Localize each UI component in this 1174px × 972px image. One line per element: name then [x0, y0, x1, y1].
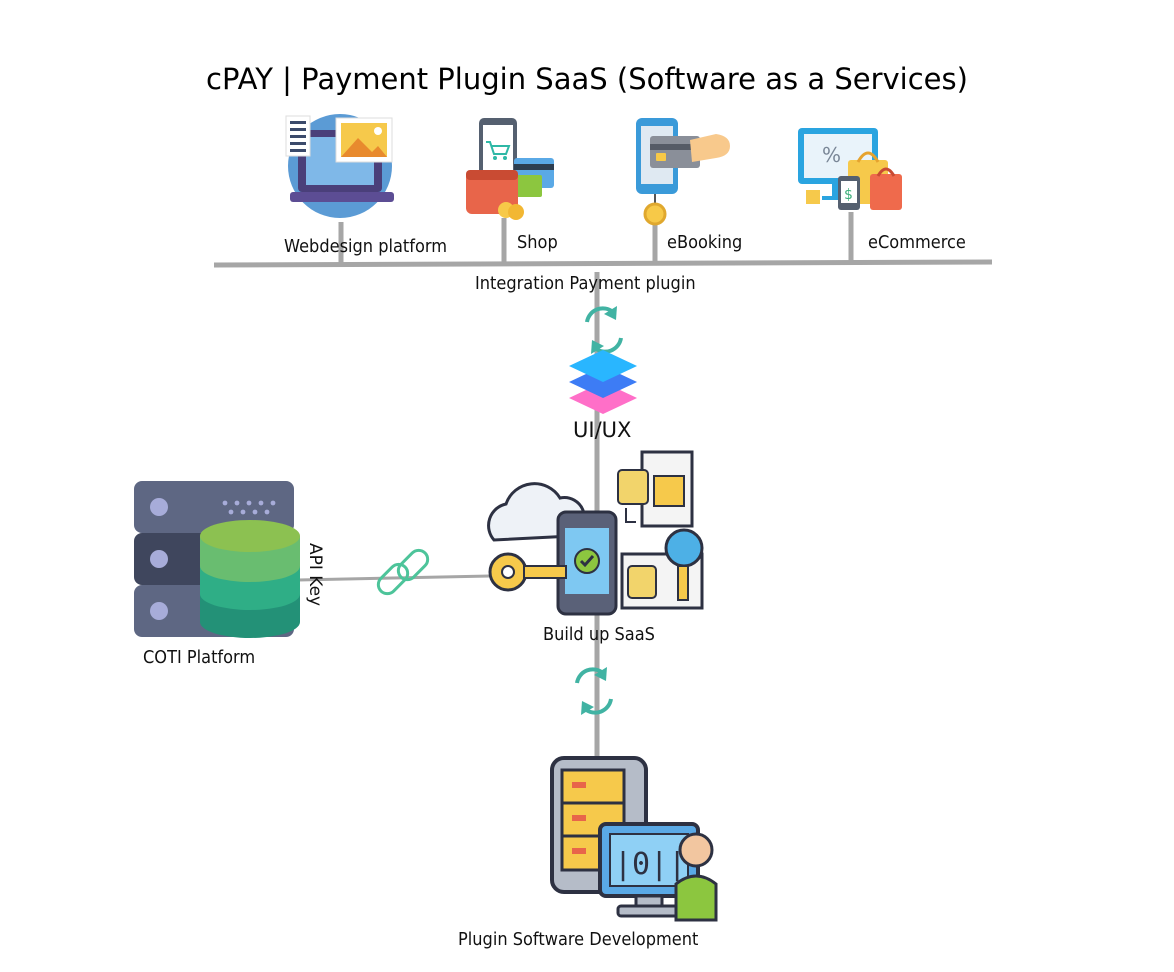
node-label-coti: COTI Platform: [143, 647, 256, 668]
node-label-integration: Integration Payment plugin: [475, 273, 696, 294]
ecommerce-monitor-bags-icon: % $: [798, 128, 902, 210]
top-bus-line: [213, 259, 993, 268]
node-label-webdesign: Webdesign platform: [284, 236, 448, 257]
svg-text:$: $: [844, 187, 853, 203]
diagram-title: cPAY | Payment Plugin SaaS (Software as …: [206, 62, 968, 96]
developer-workstation-icon: |0||: [550, 756, 718, 922]
node-label-plugin-dev: Plugin Software Development: [458, 929, 699, 950]
edge-label-apikey: API Key: [305, 543, 325, 607]
chain-link-icon: [376, 548, 430, 596]
svg-text:%: %: [822, 143, 841, 167]
sync-arrows-icon: [585, 306, 623, 354]
node-label-ecommerce: eCommerce: [868, 232, 966, 253]
node-label-saas: Build up SaaS: [543, 624, 655, 645]
saas-cloud-key-phone-icon: [487, 450, 704, 616]
webdesign-laptop-icon: [285, 114, 394, 218]
svg-text:|0||: |0||: [614, 847, 686, 882]
sync-arrows-icon: [575, 667, 613, 715]
ebooking-phone-card-icon: [636, 118, 730, 226]
node-label-uiux: UI/UX: [573, 418, 632, 442]
server-database-icon: [134, 481, 300, 638]
layers-stack-icon: [569, 350, 637, 414]
api-link-line: [297, 574, 491, 582]
node-label-ebooking: eBooking: [667, 232, 743, 253]
node-label-shop: Shop: [517, 232, 558, 253]
shop-wallet-phone-icon: [466, 118, 554, 220]
